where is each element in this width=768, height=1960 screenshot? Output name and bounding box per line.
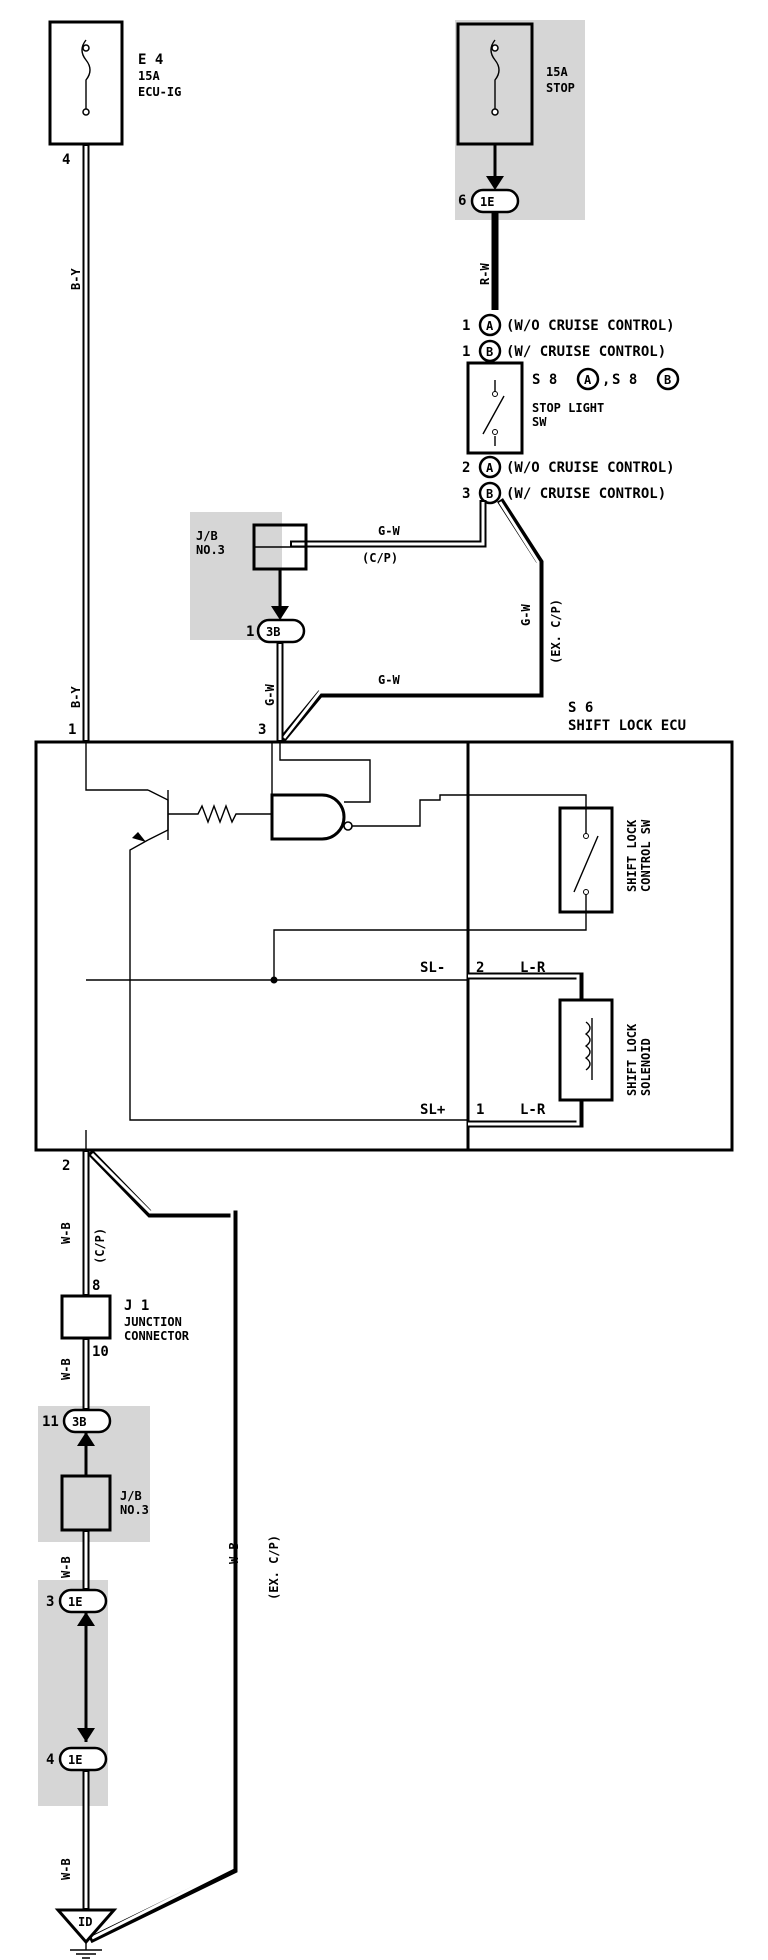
wire-by-low-label: B-Y [69,686,83,708]
ecu-pin-1: 1 [68,722,76,738]
stop-pin: 6 [458,193,466,209]
wire-wb-right-label: W-B [227,1542,241,1564]
ecu-pin-sl-plus: 1 [476,1102,484,1118]
ecu-sol-label-1: SHIFT LOCK [625,1023,639,1096]
wire-rw-label: R-W [478,263,492,285]
ground-label: ID [78,1915,92,1929]
fuse-ecu-ig-rating: 15A [138,69,160,83]
jb3-top-label-2: NO.3 [196,543,225,557]
wire-wb-mid-label: W-B [59,1358,73,1380]
stop-sw-w-cruise-top: (W/ CRUISE CONTROL) [506,344,666,360]
conn-1e-shade [38,1580,108,1806]
conn-1e-mid-b [58,1746,108,1772]
wire-gw-ex-label: G-W [519,604,533,626]
conn-1e-pin-b: 4 [46,1752,54,1768]
fuse-ecu-ig-name: ECU-IG [138,85,181,99]
jb3-top-shade [190,512,282,640]
wire-wb-bot-label: W-B [59,1858,73,1880]
shift-lock-solenoid [468,972,614,1128]
conn-3b-bot [62,1408,112,1434]
stop-sw-ref-conn-a: A [584,373,592,387]
stop-sw-conn-b-top: B [486,345,493,359]
jb3-bot-label-1: J/B [120,1489,142,1503]
stop-sw-ref-a: S 8 [532,372,557,388]
fuse-ecu-ig-pin: 4 [62,152,70,168]
conn-1e-mid-a [58,1588,108,1614]
jb3-top-pin: 1 [246,624,254,640]
j1-label-2: CONNECTOR [124,1329,190,1343]
wire-lr-top-label: L-R [520,960,546,976]
stop-sw-wo-cruise-top: (W/O CRUISE CONTROL) [506,318,675,334]
ecu-name: SHIFT LOCK ECU [568,718,686,734]
fuse-ecu-ig-ref: E 4 [138,52,163,68]
stop-sw-conn-b-bot: B [486,487,493,501]
shift-lock-ecu [34,740,734,1152]
conn-3b-bot-label: 3B [72,1415,86,1429]
conn-1e-top-label: 1E [480,195,494,209]
j1-label-1: JUNCTION [124,1315,182,1329]
fuse-stop-rating: 15A [546,65,568,79]
wire-gw-vert-label: G-W [263,684,277,706]
ecu-sl-minus: SL- [420,960,445,976]
junction-connector-j1 [60,1294,112,1340]
conn-1e-mid-b-label: 1E [68,1753,82,1767]
wire-cp2-label: (C/P) [93,1228,107,1264]
ecu-ref: S 6 [568,700,593,716]
wire-wb-jb-label: W-B [59,1556,73,1578]
wire-gw-lower-label: G-W [378,673,400,687]
jb3-bot-label-2: NO.3 [120,1503,149,1517]
stop-sw-pin-b-bot: 3 [462,486,470,502]
stop-sw-ref-sep: , [602,372,610,388]
fuse-stop-name: STOP [546,81,575,95]
jb3-bot-pin: 11 [42,1414,59,1430]
wire-ex-cp-label: (EX. C/P) [549,599,563,664]
stop-sw-name-2: SW [532,415,547,429]
stop-sw-ref-b: S 8 [612,372,637,388]
conn-1e-pin-a: 3 [46,1594,54,1610]
wire-ex-cp2-label: (EX. C/P) [267,1535,281,1600]
wire-lr-bot-label: L-R [520,1102,546,1118]
stop-sw-conn-a-bot: A [486,461,494,475]
stop-sw-name-1: STOP LIGHT [532,401,604,415]
conn-3b-top-label: 3B [266,625,280,639]
stop-sw-conn-a-top: A [486,319,494,333]
stop-sw-wo-cruise-bot: (W/O CRUISE CONTROL) [506,460,675,476]
stop-sw-pin-a-bot: 2 [462,460,470,476]
stop-sw-pin-b-top: 1 [462,344,470,360]
stop-sw-w-cruise-bot: (W/ CRUISE CONTROL) [506,486,666,502]
jb3-top-label-1: J/B [196,529,218,543]
stop-sw-ref-conn-b: B [664,373,671,387]
wire-gw-ex [279,498,544,743]
wire-wb-top-label: W-B [59,1222,73,1244]
wire-cp-label: (C/P) [362,551,398,565]
wire-by-top-label: B-Y [69,268,83,290]
wire-gw-cp-label: G-W [378,524,400,538]
ecu-pin-2: 2 [62,1158,70,1174]
conn-3b-top [256,618,306,644]
ecu-sl-plus: SL+ [420,1102,445,1118]
stop-sw-pin-a-top: 1 [462,318,470,334]
ground-symbol [54,1908,118,1959]
fuse-ecu-ig [48,20,124,146]
wire-wb-right [87,1149,238,1944]
conn-1e-top [470,188,520,214]
j1-pin-in: 8 [92,1278,100,1294]
ecu-pin-3: 3 [258,722,266,738]
ecu-sol-label-2: SOLENOID [639,1038,653,1096]
ecu-ctrl-sw-label-1: SHIFT LOCK [625,819,639,892]
j1-pin-out: 10 [92,1344,109,1360]
ecu-pin-sl-minus: 2 [476,960,484,976]
stop-fuse-shade [455,20,585,220]
stop-light-switch [466,361,524,455]
fuse-stop [456,22,534,146]
j1-ref: J 1 [124,1298,149,1314]
ecu-ctrl-sw-label-2: CONTROL SW [639,819,653,892]
conn-1e-mid-a-label: 1E [68,1595,82,1609]
